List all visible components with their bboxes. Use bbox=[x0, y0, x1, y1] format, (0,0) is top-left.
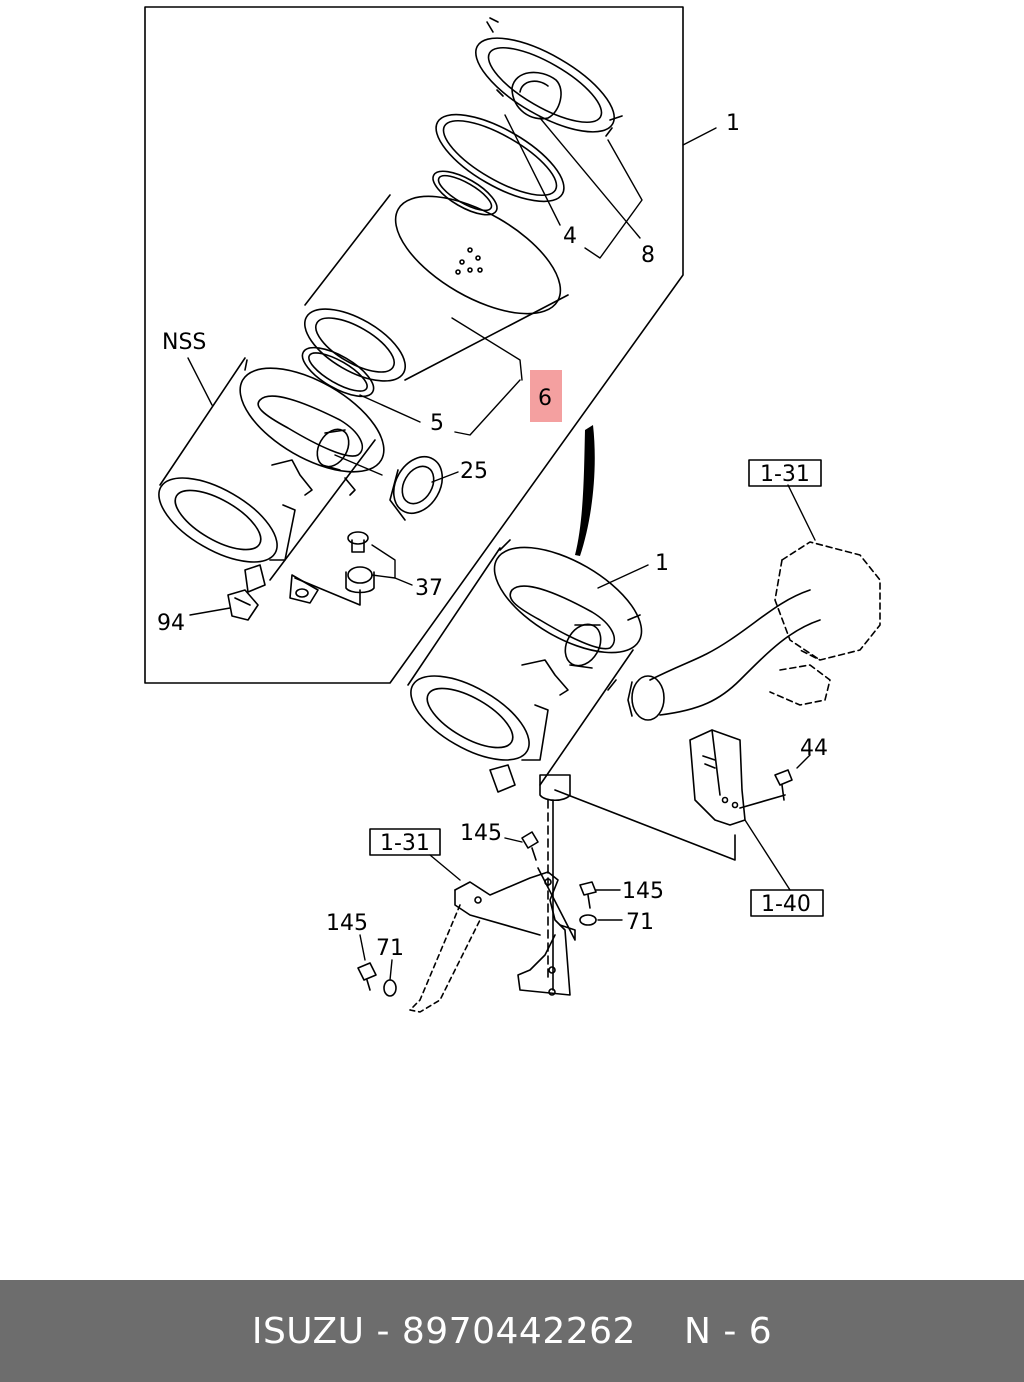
footer-brand: ISUZU - 8970442262 bbox=[251, 1310, 636, 1352]
footer-code: N - 6 bbox=[683, 1310, 773, 1352]
sleeve-part bbox=[389, 455, 444, 521]
label-71-b: 71 bbox=[376, 936, 404, 961]
label-37: 37 bbox=[415, 576, 443, 601]
exploded-view-frame bbox=[144, 6, 684, 684]
label-5: 5 bbox=[430, 411, 444, 436]
connection-lines bbox=[294, 577, 786, 991]
ref-box-1-40 bbox=[750, 889, 824, 917]
bolt-145-c bbox=[357, 962, 377, 991]
label-ref-1-31-top: 1-31 bbox=[760, 462, 810, 487]
label-8: 8 bbox=[641, 243, 655, 268]
housing-part bbox=[158, 357, 385, 604]
parts-diagram: NSS 1 8 4 6 5 25 37 94 1 1-31 44 1-31 14… bbox=[144, 6, 881, 1013]
label-ref-1-31-bottom: 1-31 bbox=[380, 831, 430, 856]
label-145-c: 145 bbox=[326, 911, 368, 936]
washer-71-b bbox=[383, 979, 397, 997]
label-25: 25 bbox=[460, 459, 488, 484]
gasket-part bbox=[435, 113, 565, 203]
label-145-b: 145 bbox=[622, 879, 664, 904]
washer-71-a bbox=[579, 914, 597, 926]
label-94: 94 bbox=[157, 611, 185, 636]
label-1-top: 1 bbox=[726, 111, 740, 136]
grommet-part bbox=[345, 531, 375, 594]
bolt-145-b bbox=[579, 881, 597, 909]
assembled-air-cleaner bbox=[407, 539, 643, 802]
air-duct bbox=[627, 541, 881, 721]
label-4: 4 bbox=[563, 224, 577, 249]
bolt-44 bbox=[774, 769, 793, 801]
bolt-145-a bbox=[521, 831, 539, 861]
assembly-arrow bbox=[575, 425, 595, 556]
mounting-bracket-right bbox=[689, 729, 746, 826]
label-6: 6 bbox=[538, 386, 552, 411]
top-cover-part bbox=[475, 17, 623, 137]
label-1-mid: 1 bbox=[655, 551, 669, 576]
valve-part bbox=[227, 589, 259, 621]
leader-lines bbox=[187, 114, 816, 981]
ref-box-1-31-top bbox=[748, 459, 822, 487]
filter-element-part bbox=[303, 194, 569, 382]
label-nss: NSS bbox=[162, 330, 206, 355]
highlight-part-6 bbox=[530, 370, 562, 422]
label-71-a: 71 bbox=[626, 910, 654, 935]
label-44: 44 bbox=[800, 736, 828, 761]
mounting-bracket-bottom bbox=[409, 871, 571, 1013]
label-145-a: 145 bbox=[460, 821, 502, 846]
ref-box-1-31-bottom bbox=[369, 828, 441, 856]
seal-ring-part bbox=[301, 346, 375, 398]
footer-bar: ISUZU - 8970442262 N - 6 bbox=[0, 1280, 1024, 1382]
label-ref-1-40: 1-40 bbox=[761, 892, 811, 917]
